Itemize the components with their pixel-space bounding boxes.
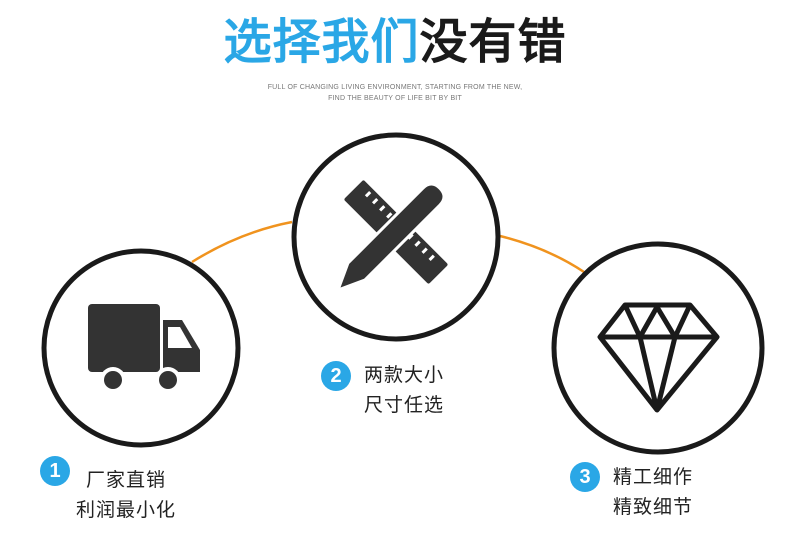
feature-2-line-1: 两款大小 <box>364 364 445 386</box>
feature-3-line-1: 精工细作 <box>613 466 694 488</box>
feature-2-line-2: 尺寸任选 <box>364 394 445 416</box>
connector-right <box>499 234 585 274</box>
feature-1-text: 厂家直销 利润最小化 <box>76 465 176 525</box>
page-title: 选择我们没有错 <box>0 12 790 72</box>
feature-3-text: 精工细作 精致细节 <box>613 462 693 522</box>
circle-right <box>551 241 765 455</box>
title-rest: 没有错 <box>419 14 567 70</box>
diamond-icon <box>597 302 720 413</box>
feature-2-text: 两款大小 尺寸任选 <box>364 360 444 420</box>
subtitle: FULL OF CHANGING LIVING ENVIRONMENT, STA… <box>0 82 790 104</box>
truck-icon <box>88 304 200 393</box>
feature-2-number-badge: 2 <box>321 361 351 391</box>
feature-1-line-1: 厂家直销 <box>86 469 167 491</box>
connector-left <box>191 220 293 264</box>
feature-1-number-badge: 1 <box>40 456 70 486</box>
title-highlight: 选择我们 <box>223 14 420 70</box>
subtitle-line-1: FULL OF CHANGING LIVING ENVIRONMENT, STA… <box>267 84 523 91</box>
feature-3-number-badge: 3 <box>570 462 600 492</box>
feature-3-line-2: 精致细节 <box>613 496 694 518</box>
subtitle-line-2: FIND THE BEAUTY OF LIFE BIT BY BIT <box>328 95 462 102</box>
ruler-pencil-icon <box>335 180 448 293</box>
feature-1-line-2: 利润最小化 <box>76 499 177 521</box>
